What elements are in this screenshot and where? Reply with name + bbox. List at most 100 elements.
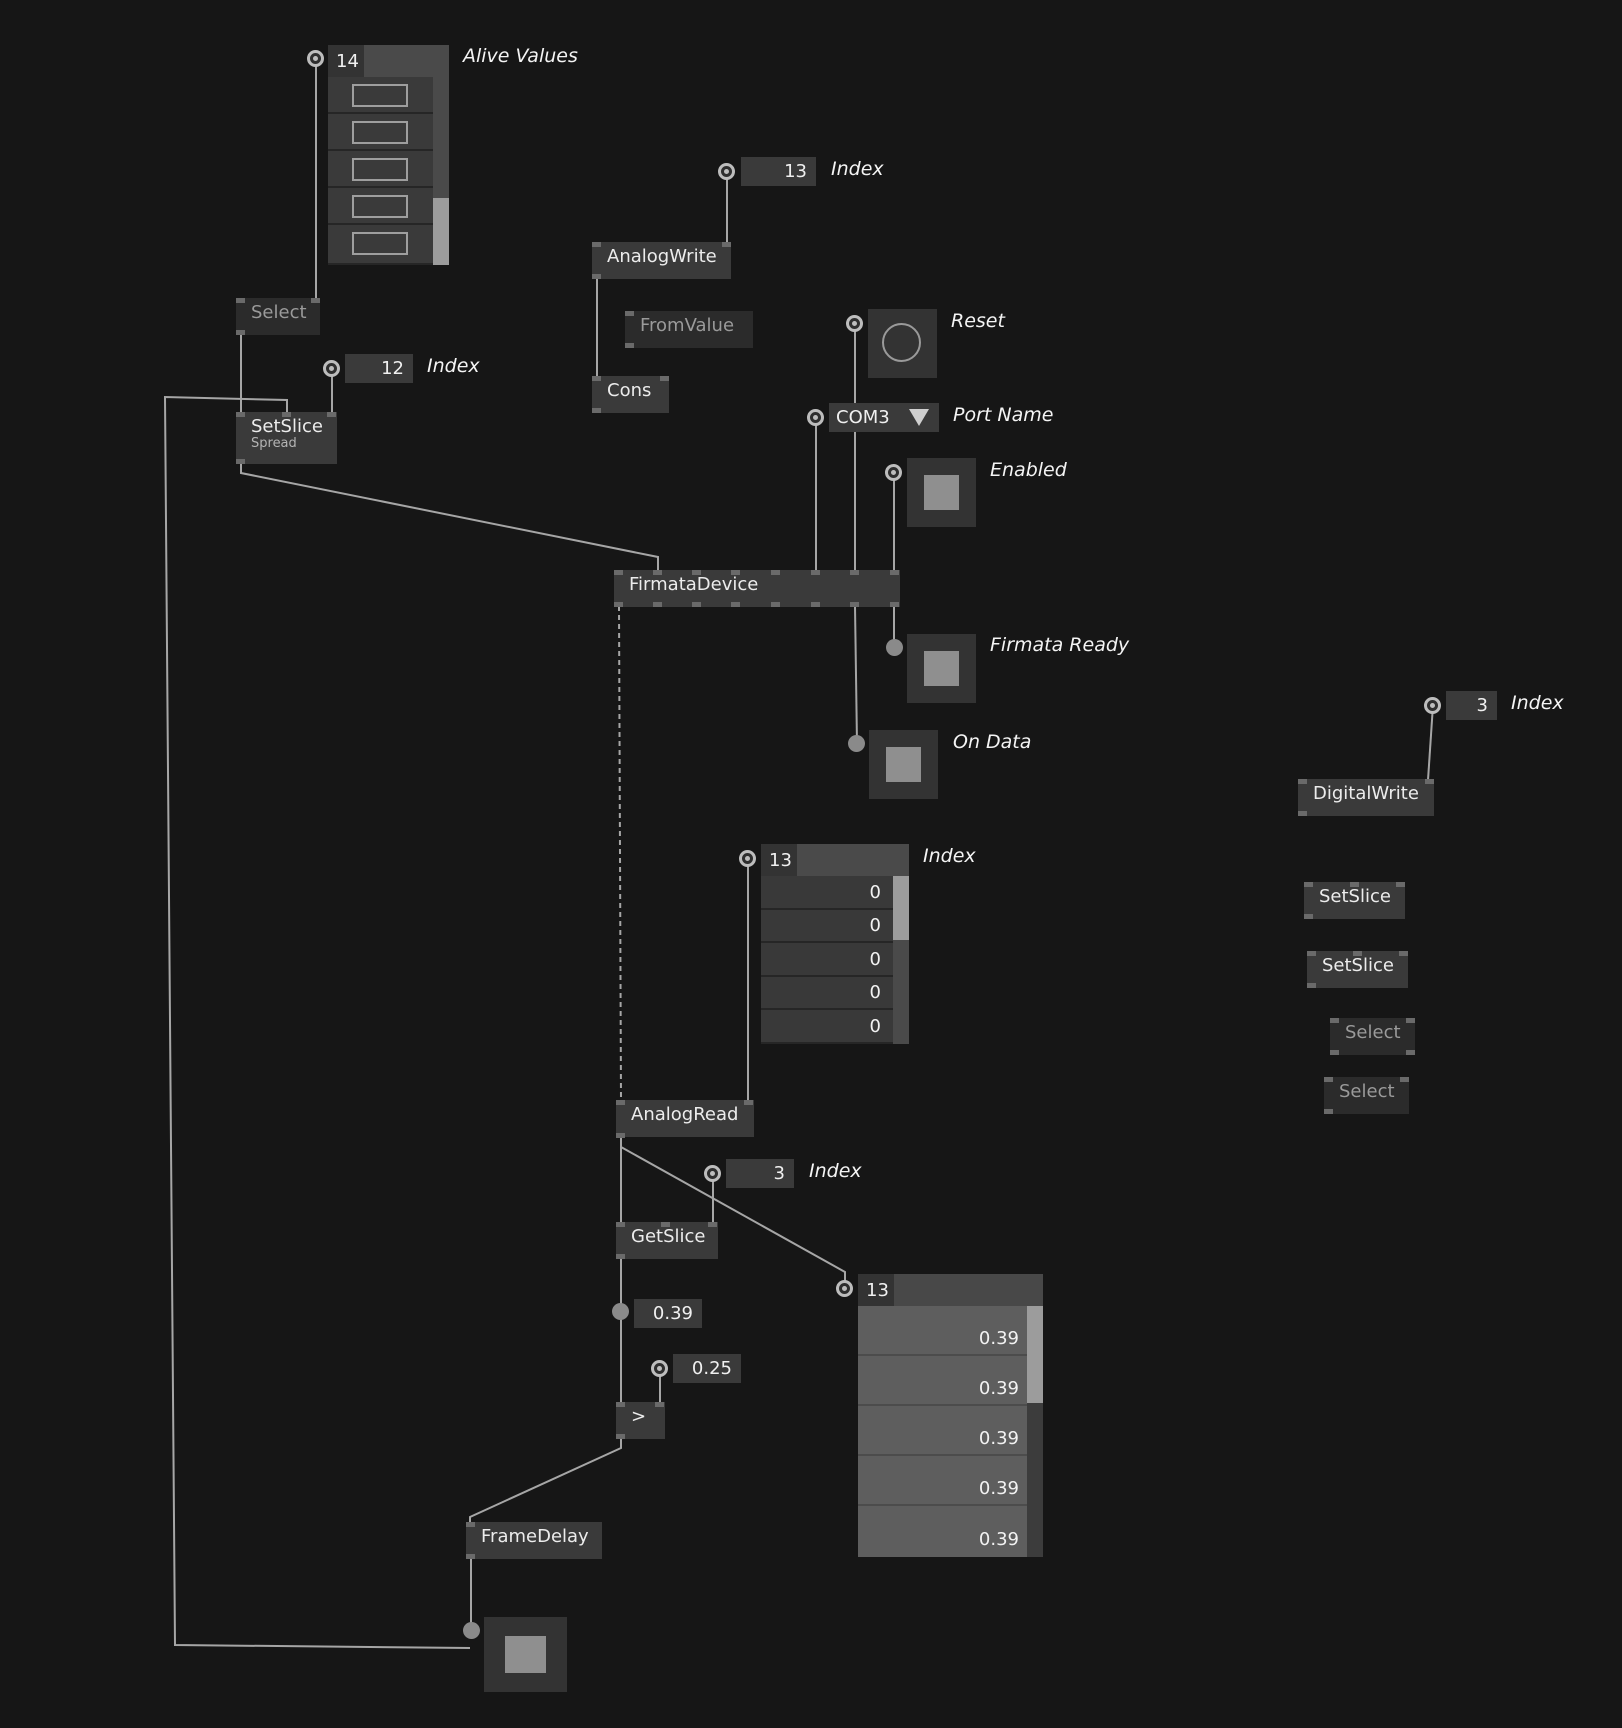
firmata-ready-output-pin[interactable] bbox=[886, 639, 903, 656]
firmata-pin[interactable] bbox=[614, 602, 623, 607]
digitalwrite-index-input[interactable]: 3 bbox=[1446, 691, 1497, 720]
list-item[interactable] bbox=[328, 151, 433, 188]
select-b-pin[interactable] bbox=[1324, 1109, 1333, 1114]
getslice-index-iobox-pin[interactable] bbox=[704, 1165, 721, 1182]
greater-than-pin[interactable] bbox=[616, 1434, 625, 1439]
setslice-a-pin[interactable] bbox=[1396, 882, 1405, 887]
port-select[interactable]: COM3 bbox=[829, 403, 939, 432]
list-item[interactable]: 0.39 bbox=[858, 1406, 1027, 1456]
setslice-node-a[interactable]: SetSlice bbox=[1304, 882, 1405, 919]
analog-values-scroll-thumb[interactable] bbox=[1027, 1306, 1043, 1403]
alive-values-scroll-thumb[interactable] bbox=[433, 198, 449, 265]
framedelay-toggle[interactable] bbox=[484, 1617, 567, 1692]
greater-than-node[interactable]: > bbox=[616, 1402, 665, 1439]
getslice-output-pin[interactable] bbox=[612, 1303, 629, 1320]
list-item[interactable] bbox=[328, 114, 433, 151]
list-item[interactable]: 0.39 bbox=[858, 1356, 1027, 1406]
select-a-pin[interactable] bbox=[1406, 1018, 1415, 1023]
firmata-pin[interactable] bbox=[614, 570, 623, 575]
analogwrite-pin[interactable] bbox=[592, 274, 601, 279]
threshold-iobox-pin[interactable] bbox=[651, 1360, 668, 1377]
getslice-index-input[interactable]: 3 bbox=[726, 1159, 794, 1188]
list-item[interactable]: 0 bbox=[761, 876, 893, 910]
select-node[interactable]: Select bbox=[236, 298, 320, 335]
select-node-pin[interactable] bbox=[311, 298, 320, 303]
analogwrite-index-iobox-pin[interactable] bbox=[718, 163, 735, 180]
greater-than-pin[interactable] bbox=[616, 1402, 625, 1407]
digitalwrite-index-iobox-pin[interactable] bbox=[1424, 697, 1441, 714]
list-item[interactable]: 0 bbox=[761, 977, 893, 1010]
framedelay-pin[interactable] bbox=[466, 1554, 475, 1559]
firmata-pin[interactable] bbox=[771, 570, 780, 575]
setslice-pin[interactable] bbox=[236, 412, 245, 417]
analog-index-spread[interactable]: 13 0 0 0 0 0 bbox=[761, 844, 909, 1044]
list-item[interactable]: 0.39 bbox=[858, 1456, 1027, 1506]
select-node-pin[interactable] bbox=[236, 298, 245, 303]
getslice-pin[interactable] bbox=[708, 1222, 717, 1227]
digitalwrite-node[interactable]: DigitalWrite bbox=[1298, 779, 1434, 816]
firmata-pin[interactable] bbox=[653, 570, 662, 575]
firmata-pin[interactable] bbox=[731, 570, 740, 575]
analogread-pin[interactable] bbox=[616, 1100, 625, 1105]
analogread-node[interactable]: AnalogRead bbox=[616, 1100, 754, 1137]
analogwrite-node[interactable]: AnalogWrite bbox=[592, 242, 731, 279]
setslice-index-input[interactable]: 12 bbox=[345, 354, 413, 383]
analogwrite-index-input[interactable]: 13 bbox=[741, 157, 816, 186]
firmata-pin[interactable] bbox=[890, 602, 899, 607]
cons-pin[interactable] bbox=[660, 376, 669, 381]
list-item[interactable]: 0 bbox=[761, 910, 893, 943]
getslice-pin[interactable] bbox=[616, 1254, 625, 1259]
greater-than-pin[interactable] bbox=[655, 1402, 664, 1407]
setslice-b-pin[interactable] bbox=[1399, 951, 1408, 956]
fromvalue-pin[interactable] bbox=[625, 343, 634, 348]
select-b-pin[interactable] bbox=[1400, 1077, 1409, 1082]
digitalwrite-pin[interactable] bbox=[1298, 779, 1307, 784]
firmata-pin[interactable] bbox=[692, 602, 701, 607]
firmata-ready-toggle[interactable] bbox=[907, 634, 976, 703]
setslice-spread-node[interactable]: SetSlice Spread bbox=[236, 412, 337, 464]
setslice-pin[interactable] bbox=[282, 412, 291, 417]
fromvalue-pin[interactable] bbox=[625, 311, 634, 316]
alive-values-spread[interactable]: 14 bbox=[328, 45, 449, 265]
setslice-node-b[interactable]: SetSlice bbox=[1307, 951, 1408, 988]
framedelay-output-pin[interactable] bbox=[463, 1622, 480, 1639]
framedelay-pin[interactable] bbox=[466, 1522, 475, 1527]
list-item[interactable]: 0.39 bbox=[858, 1506, 1027, 1557]
firmata-pin[interactable] bbox=[811, 570, 820, 575]
firmata-pin[interactable] bbox=[692, 570, 701, 575]
firmata-pin[interactable] bbox=[771, 602, 780, 607]
cons-node[interactable]: Cons bbox=[592, 376, 669, 413]
setslice-b-pin[interactable] bbox=[1307, 951, 1316, 956]
firmata-pin[interactable] bbox=[731, 602, 740, 607]
port-iobox-pin[interactable] bbox=[807, 409, 824, 426]
framedelay-node[interactable]: FrameDelay bbox=[466, 1522, 602, 1559]
fromvalue-node[interactable]: FromValue bbox=[625, 311, 753, 348]
digitalwrite-pin[interactable] bbox=[1298, 811, 1307, 816]
setslice-a-pin[interactable] bbox=[1350, 882, 1359, 887]
firmata-pin[interactable] bbox=[850, 602, 859, 607]
getslice-pin[interactable] bbox=[661, 1222, 670, 1227]
analogwrite-pin[interactable] bbox=[592, 242, 601, 247]
select-a-pin[interactable] bbox=[1406, 1050, 1415, 1055]
select-node-a[interactable]: Select bbox=[1330, 1018, 1415, 1055]
firmata-pin[interactable] bbox=[890, 570, 899, 575]
cons-pin[interactable] bbox=[592, 408, 601, 413]
reset-bang-button[interactable] bbox=[868, 309, 937, 378]
setslice-b-pin[interactable] bbox=[1353, 951, 1362, 956]
analogread-pin[interactable] bbox=[744, 1100, 753, 1105]
analog-index-scroll-thumb[interactable] bbox=[893, 876, 909, 940]
analogread-pin[interactable] bbox=[616, 1133, 625, 1138]
setslice-pin[interactable] bbox=[327, 412, 336, 417]
on-data-toggle[interactable] bbox=[869, 730, 938, 799]
getslice-pin[interactable] bbox=[616, 1222, 625, 1227]
enabled-toggle[interactable] bbox=[907, 458, 976, 527]
setslice-a-pin[interactable] bbox=[1304, 914, 1313, 919]
reset-iobox-pin[interactable] bbox=[846, 315, 863, 332]
setslice-pin[interactable] bbox=[236, 459, 245, 464]
select-node-pin[interactable] bbox=[236, 330, 245, 335]
analog-index-iobox-pin[interactable] bbox=[739, 850, 756, 867]
firmata-pin[interactable] bbox=[811, 602, 820, 607]
analog-values-spread[interactable]: 13 0.39 0.39 0.39 0.39 0.39 bbox=[858, 1274, 1043, 1557]
cons-pin[interactable] bbox=[592, 376, 601, 381]
alive-values-iobox-pin[interactable] bbox=[307, 50, 324, 67]
